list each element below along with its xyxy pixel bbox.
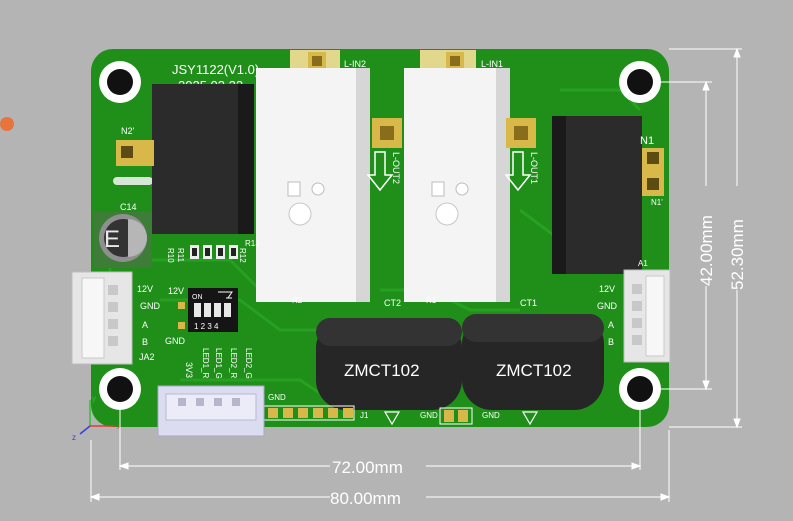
relay-black-right <box>552 116 642 274</box>
capacitor-mark: E <box>104 226 120 253</box>
label-ja2: JA2 <box>139 352 155 362</box>
label-r13: R13 <box>245 239 260 248</box>
test-pad-12v <box>178 302 185 309</box>
connector-left <box>71 271 133 365</box>
header-j1 <box>263 405 355 421</box>
label-a-left: A <box>142 320 148 330</box>
ct-gnd-pads <box>439 407 473 425</box>
label-gnd-ct: GND <box>420 411 438 420</box>
dimension-outer-width-label: 80.00mm <box>330 489 401 508</box>
axis-triad <box>79 400 116 435</box>
dimension-outer-width <box>89 430 671 502</box>
axis-y-label: y <box>92 394 96 403</box>
label-a1: A1 <box>638 259 648 268</box>
resistor-array <box>190 245 238 259</box>
label-j1: J1 <box>360 411 369 420</box>
label-12v-test: 12V <box>168 286 184 296</box>
label-r10: R10 <box>166 248 175 263</box>
dimension-inner-height-label: 42.00mm <box>697 215 716 286</box>
label-ct2: CT2 <box>384 298 401 308</box>
connector-right <box>623 269 671 363</box>
label-n2p: N2' <box>121 126 135 136</box>
label-12v-left: 12V <box>137 284 153 294</box>
board-title: JSY1122(V1.0) <box>172 62 259 77</box>
dimension-inner-width-label: 72.00mm <box>332 458 403 477</box>
header-n2p <box>116 140 154 166</box>
label-r1: R1 <box>426 296 437 305</box>
dimension-inner-width <box>118 410 642 470</box>
dip-switch: ON 1 2 3 4 <box>188 288 238 332</box>
label-gnd-right: GND <box>597 301 618 311</box>
label-gnd-j1: GND <box>268 393 286 402</box>
label-gnd-left: GND <box>140 301 161 311</box>
terminal-pad-l-out1 <box>504 118 536 192</box>
mounting-hole <box>99 61 141 103</box>
test-pad-gnd <box>178 322 185 329</box>
current-transformer-ct2 <box>316 318 462 426</box>
axis-x-label: x <box>117 422 121 431</box>
label-12v-right: 12V <box>599 284 615 294</box>
label-b-right: B <box>608 337 614 347</box>
label-n1p: N1' <box>651 198 663 207</box>
terminal-pad-l-out2 <box>366 118 402 192</box>
board-slot <box>113 177 153 185</box>
current-transformer-ct1 <box>462 314 604 426</box>
label-led1-r: LED1_R <box>201 348 210 378</box>
ct-right-label: ZMCT102 <box>496 361 572 380</box>
label-gnd-ct-right: GND <box>482 411 500 420</box>
header-n1 <box>642 148 664 196</box>
mounting-hole <box>99 368 141 410</box>
label-r12: R12 <box>238 248 247 263</box>
label-led1-g: LED1_G <box>214 348 223 379</box>
label-l-out1: L-OUT1 <box>529 152 539 184</box>
mounting-hole <box>619 368 661 410</box>
label-n1: N1 <box>640 135 654 147</box>
label-l-in1: L-IN1 <box>481 59 503 69</box>
ct-left-label: ZMCT102 <box>344 361 420 380</box>
label-led2-r: LED2_R <box>229 348 238 378</box>
axis-z-label: z <box>72 433 76 442</box>
label-3v3: 3V3 <box>184 362 194 378</box>
label-r2: R2 <box>292 296 303 305</box>
relay-white-right <box>404 68 510 302</box>
relay-white-left <box>256 68 370 302</box>
label-l-out2: L-OUT2 <box>391 152 401 184</box>
connector-bottom <box>157 385 265 437</box>
label-b-left: B <box>142 337 148 347</box>
dimension-outer-height-label: 52.30mm <box>728 219 747 290</box>
label-l-in2: L-IN2 <box>344 59 366 69</box>
svg-text:1 2 3 4: 1 2 3 4 <box>194 322 219 331</box>
label-r11: R11 <box>176 248 185 263</box>
label-led2-g: LED2_G <box>244 348 253 379</box>
svg-text:ON: ON <box>192 294 203 301</box>
label-ct1: CT1 <box>520 298 537 308</box>
label-a-right: A <box>608 320 614 330</box>
cursor-marker <box>0 117 14 131</box>
dimension-inner-height <box>660 80 712 391</box>
dimension-outer-height <box>669 47 742 429</box>
mounting-hole <box>619 61 661 103</box>
capacitor-c14 <box>99 214 147 262</box>
label-c14: C14 <box>120 202 137 212</box>
relay-black-left <box>152 84 254 234</box>
label-gnd-test: GND <box>165 336 186 346</box>
